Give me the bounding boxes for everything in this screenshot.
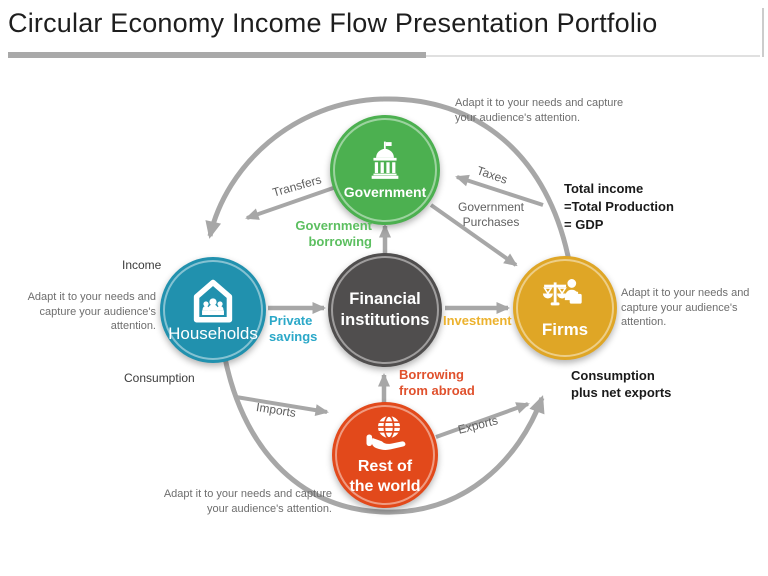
transfers-arrow [245, 184, 340, 220]
households-node: Households [160, 257, 266, 363]
imports-arrow [235, 395, 329, 417]
government-purchases-label: Government Purchases [457, 200, 525, 229]
income-label: Income [122, 258, 162, 272]
annotation-top: Adapt it to your needs and capture your … [455, 97, 624, 124]
financial-institutions-node: Financial institutions [328, 253, 442, 367]
government-purchases-arrow [429, 203, 518, 267]
house-people-icon [193, 279, 233, 322]
hand-globe-icon [366, 415, 406, 451]
slide-edge-line [762, 8, 764, 57]
investment-label: Investment [443, 313, 512, 328]
annotation-left: Adapt it to your needs and capture your … [27, 291, 156, 333]
annotation-bottom: Adapt it to your needs and capture your … [163, 488, 332, 515]
government-label: Government [343, 184, 427, 200]
consumption-plus-net-exports-annotation: Consumption plus net exports [571, 368, 672, 400]
borrowing-from-abroad-label: Borrowing from abroad [399, 367, 475, 398]
exports-arrow [435, 402, 530, 439]
consumption-label: Consumption [124, 371, 195, 385]
taxes-arrow [455, 174, 544, 207]
scales-person-icon [542, 279, 582, 306]
firms-label: Firms [541, 320, 589, 339]
income-arc-arrow [205, 96, 573, 267]
page-title: Circular Economy Income Flow Presentatio… [8, 8, 658, 38]
consumption-arc-arrow [221, 352, 545, 515]
annotation-right: Adapt it to your needs and capture your … [621, 287, 750, 329]
rest-of-the-world-node: Rest of the world [332, 402, 438, 508]
total-income-annotation: Total income =Total Production = GDP [564, 181, 674, 233]
title-underline-thick [8, 52, 426, 58]
financial-institutions-label: Financial institutions [340, 289, 430, 329]
private-savings-label: Private savings [269, 313, 318, 345]
government-node: Government [330, 115, 440, 225]
households-label: Households [168, 323, 258, 343]
firms-node: Firms [513, 256, 617, 360]
capitol-icon [371, 141, 399, 179]
rest-of-the-world-label: Rest of the world [349, 458, 421, 495]
government-borrowing-label: Government borrowing [295, 218, 372, 249]
